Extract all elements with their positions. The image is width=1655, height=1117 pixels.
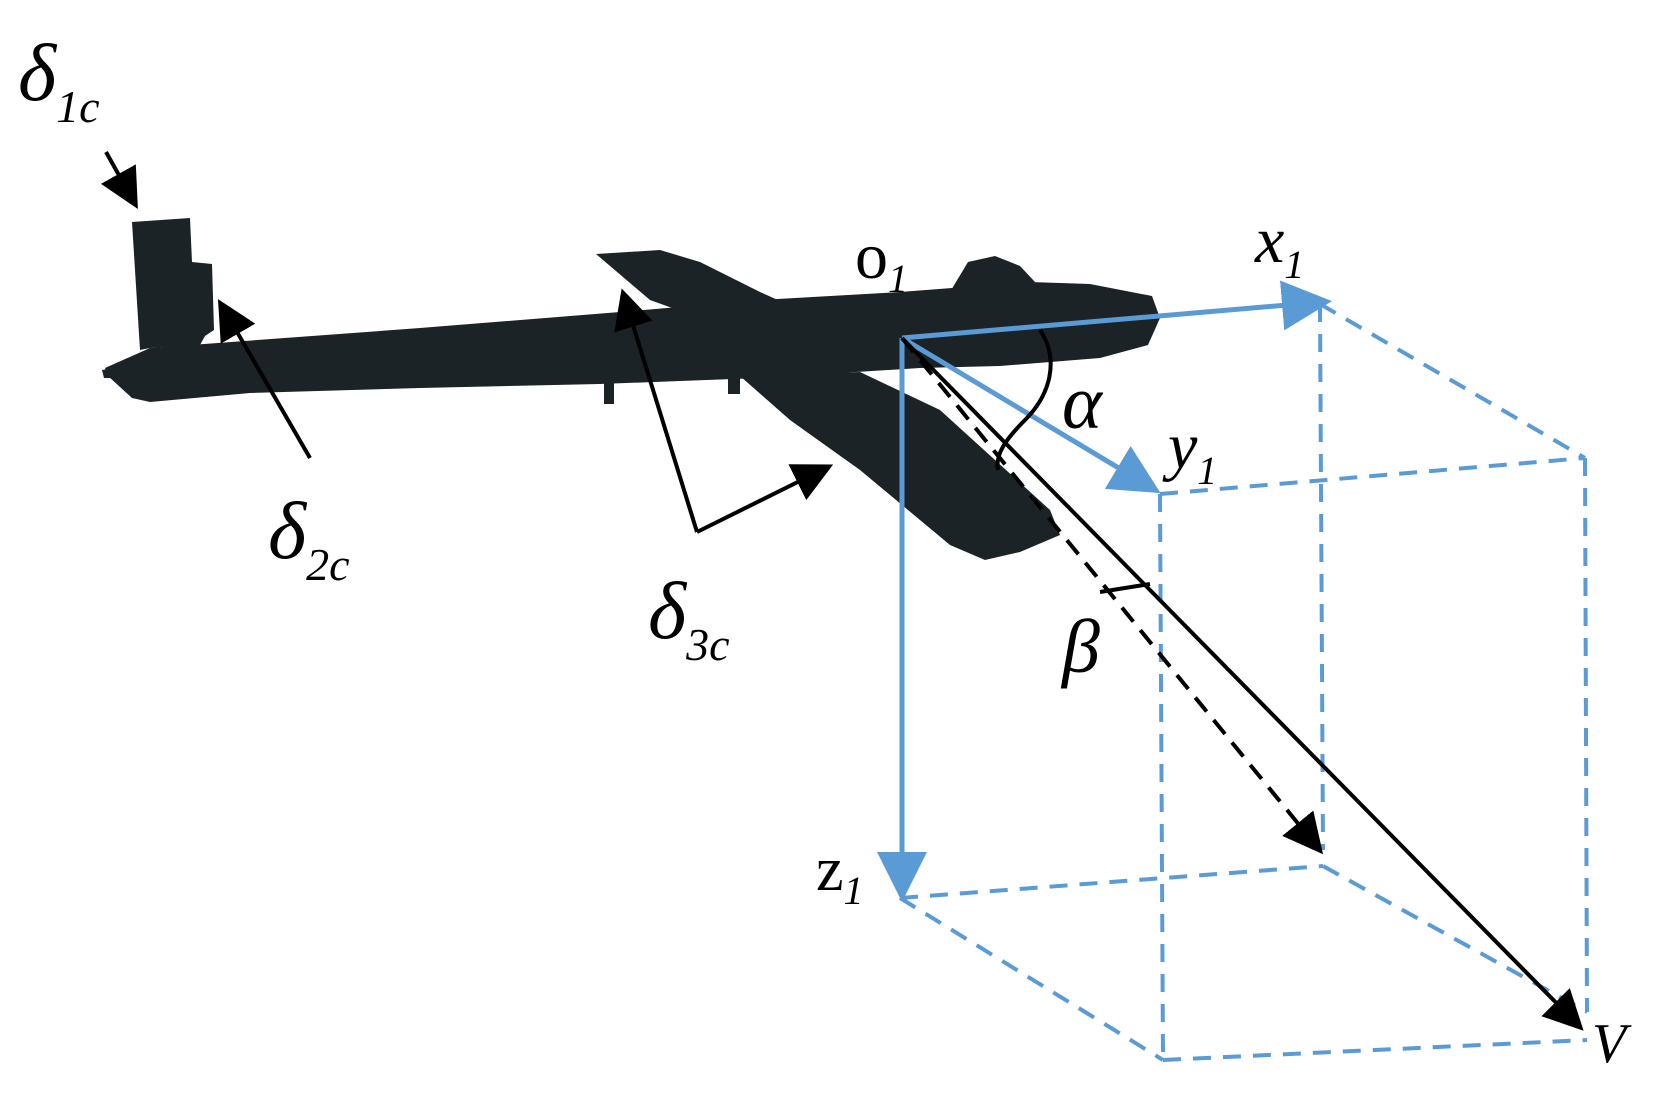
label-origin: o1: [855, 220, 908, 301]
label-beta: β: [1060, 605, 1100, 689]
horizontal-tail: [102, 362, 152, 378]
label-delta-2c: δ2c: [268, 485, 350, 590]
aircraft-silhouette: [102, 218, 1160, 560]
box-edge: [1158, 493, 1165, 1061]
box-edge: [1318, 303, 1325, 851]
box-edge: [1318, 302, 1587, 460]
box-edge: [899, 864, 1324, 900]
beta-arc: [1099, 582, 1151, 594]
upper-wing: [596, 250, 800, 318]
x-axis-line: [901, 280, 1332, 341]
fuselage-boom: [105, 282, 1160, 402]
landing-gear: [604, 378, 614, 404]
label-z-axis: z1: [816, 836, 864, 913]
box-edge: [1162, 1038, 1588, 1062]
delta3-pointer-a: [614, 288, 699, 533]
label-velocity: V: [1592, 1013, 1632, 1075]
reference-box: [898, 302, 1589, 1062]
nose-pod: [950, 256, 1035, 295]
alpha-arc: [995, 328, 1053, 471]
box-edge: [1583, 457, 1589, 1013]
label-alpha: α: [1062, 361, 1104, 445]
body-axes: [877, 280, 1332, 902]
landing-gear-2: [728, 374, 740, 394]
box-edge: [898, 896, 1165, 1062]
box-edge: [1159, 456, 1586, 496]
delta3-pointer-b: [696, 464, 834, 534]
label-x-axis: x1: [1254, 204, 1304, 287]
velocity-vectors: [900, 328, 1584, 1031]
box-edge: [1322, 864, 1588, 1014]
label-y-axis: y1: [1162, 410, 1217, 493]
delta2-pointer: [217, 299, 312, 460]
control-surface-arrows: [100, 151, 834, 534]
velocity-vector: [900, 336, 1584, 1031]
vertical-tail: [132, 218, 214, 350]
diagram-labels: δ1c δ2c δ3c o1 x1 y1 z1 α β V: [18, 27, 1632, 1075]
y-axis-line: [900, 335, 1161, 494]
velocity-projection-dashed: [900, 336, 1324, 855]
label-delta-3c: δ3c: [648, 565, 730, 670]
delta1-pointer: [100, 151, 138, 209]
label-delta-1c: δ1c: [18, 27, 100, 132]
